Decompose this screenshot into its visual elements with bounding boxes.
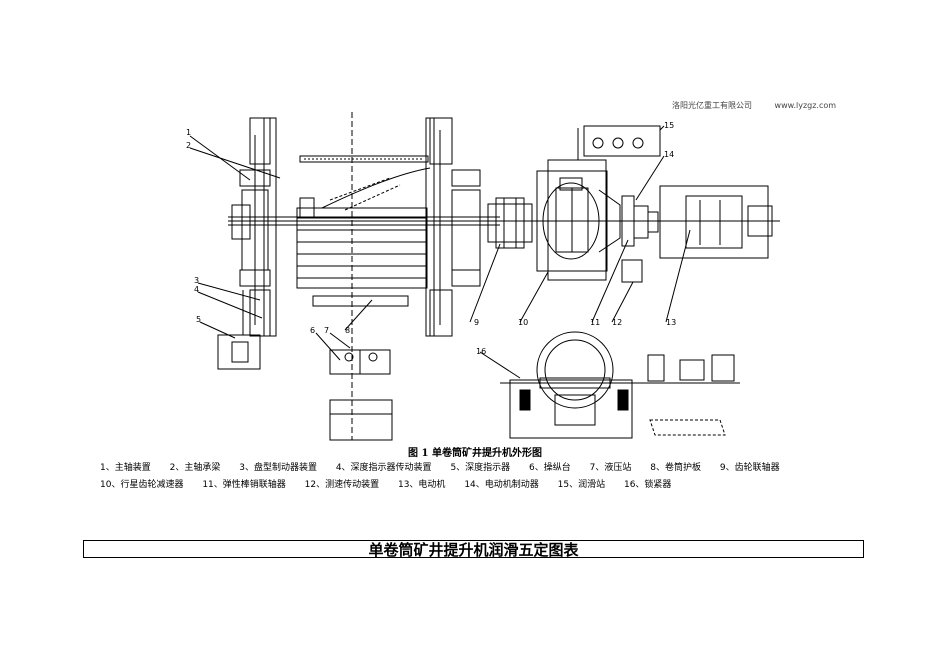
left-bearing-assembly (231, 117, 277, 337)
legend-item: 5、深度指示器 (450, 463, 511, 473)
legend-item: 6、操纵台 (529, 463, 571, 473)
legend-item: 16、锁紧器 (623, 480, 672, 490)
legend-item: 7、液压站 (589, 463, 632, 473)
callout-11: 11 (590, 318, 600, 327)
lubrication-table-title: 单卷筒矿井提升机润滑五定图表 (83, 540, 864, 559)
company-name: 洛阳光亿重工有限公司 (672, 101, 752, 110)
right-bearing-assembly (425, 117, 481, 337)
legend-item: 3、盘型制动器装置 (239, 463, 317, 473)
callout-15: 15 (664, 121, 674, 130)
callout-2: 2 (186, 141, 191, 150)
side-elevation (500, 331, 740, 439)
callout-4: 4 (194, 285, 199, 294)
legend-row-2: 10、行星齿轮减速器 11、弹性棒销联轴器 12、测速传动装置 13、电动机 1… (100, 477, 880, 494)
callout-8: 8 (345, 326, 350, 335)
legend-item: 10、行星齿轮减速器 (100, 480, 184, 490)
callout-1: 1 (186, 128, 191, 137)
callout-5: 5 (196, 315, 201, 324)
callout-12: 12 (612, 318, 622, 327)
legend-row-1: 1、主轴装置 2、主轴承梁 3、盘型制动器装置 4、深度指示器传动装置 5、深度… (100, 460, 880, 477)
legend-item: 14、电动机制动器 (464, 480, 539, 490)
legend-item: 12、测速传动装置 (304, 480, 380, 490)
legend-item: 8、卷筒护板 (650, 463, 701, 473)
callout-16: 16 (476, 347, 486, 356)
company-website: www.lyzgz.com (774, 101, 837, 110)
figure-title: 图 1 单卷筒矿井提升机外形图 (408, 448, 542, 459)
callout-9: 9 (474, 318, 479, 327)
legend-item: 4、深度指示器传动装置 (335, 463, 432, 473)
legend-item: 1、主轴装置 (100, 463, 151, 473)
legend-item: 15、润滑站 (557, 480, 606, 490)
callout-14: 14 (664, 150, 674, 159)
callout-6: 6 (310, 326, 315, 335)
legend-item: 9、齿轮联轴器 (719, 463, 780, 473)
callout-7: 7 (324, 326, 329, 335)
company-header: 洛阳光亿重工有限公司 www.lyzgz.com (672, 100, 856, 111)
legend-item: 11、弹性棒销联轴器 (202, 480, 286, 490)
legend-item: 2、主轴承梁 (169, 463, 221, 473)
callout-3: 3 (194, 276, 199, 285)
component-legend: 1、主轴装置 2、主轴承梁 3、盘型制动器装置 4、深度指示器传动装置 5、深度… (100, 460, 880, 494)
legend-item: 13、电动机 (397, 480, 446, 490)
callout-10: 10 (518, 318, 528, 327)
callout-13: 13 (666, 318, 676, 327)
drum (296, 167, 431, 289)
